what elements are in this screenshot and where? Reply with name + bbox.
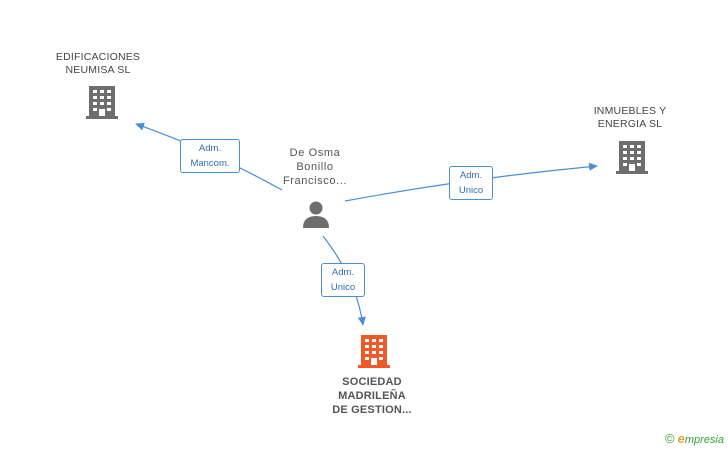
edge-label-adm-mancom[interactable]: Adm. Mancom. xyxy=(180,139,240,173)
edge-label-line: Adm. xyxy=(331,267,355,278)
edge-label-adm-unico-sociedad[interactable]: Adm. Unico xyxy=(321,263,365,297)
building-icon[interactable] xyxy=(616,141,648,174)
node-label-person[interactable]: De Osma Bonillo Francisco... xyxy=(266,146,364,188)
node-label-line: MADRILEÑA xyxy=(338,390,406,402)
node-label-line: Francisco... xyxy=(282,175,348,187)
node-label-line: DE GESTION... xyxy=(332,404,412,416)
node-label-inmuebles[interactable]: INMUEBLES Y ENERGIA SL xyxy=(578,105,682,131)
edge-label-line: Mancom. xyxy=(190,158,230,169)
node-label-line: De Osma xyxy=(289,147,341,159)
node-label-line: ENERGIA SL xyxy=(597,118,663,130)
edge-label-line: Adm. xyxy=(459,170,483,181)
node-label-line: Bonillo xyxy=(296,161,334,173)
brand-logo: ©empresia xyxy=(665,431,724,446)
building-icon[interactable] xyxy=(358,335,390,368)
person-icon[interactable] xyxy=(303,201,329,229)
edge-label-line: Adm. xyxy=(198,143,222,154)
node-label-sociedad[interactable]: SOCIEDAD MADRILEÑA DE GESTION... xyxy=(316,375,428,417)
node-label-line: SOCIEDAD xyxy=(342,376,402,388)
copyright-symbol: © xyxy=(665,431,675,446)
node-label-line: NEUMISA SL xyxy=(65,64,131,76)
edge-label-line: Unico xyxy=(330,282,356,293)
brand-initial: e xyxy=(677,431,685,446)
edge-label-adm-unico-inmuebles[interactable]: Adm. Unico xyxy=(449,166,493,200)
building-icon[interactable] xyxy=(86,86,118,119)
node-label-edificaciones[interactable]: EDIFICACIONES NEUMISA SL xyxy=(40,51,156,77)
brand-name: mpresia xyxy=(684,434,724,446)
node-label-line: INMUEBLES Y xyxy=(593,105,667,117)
node-label-line: EDIFICACIONES xyxy=(55,51,141,63)
edge-label-line: Unico xyxy=(458,185,484,196)
